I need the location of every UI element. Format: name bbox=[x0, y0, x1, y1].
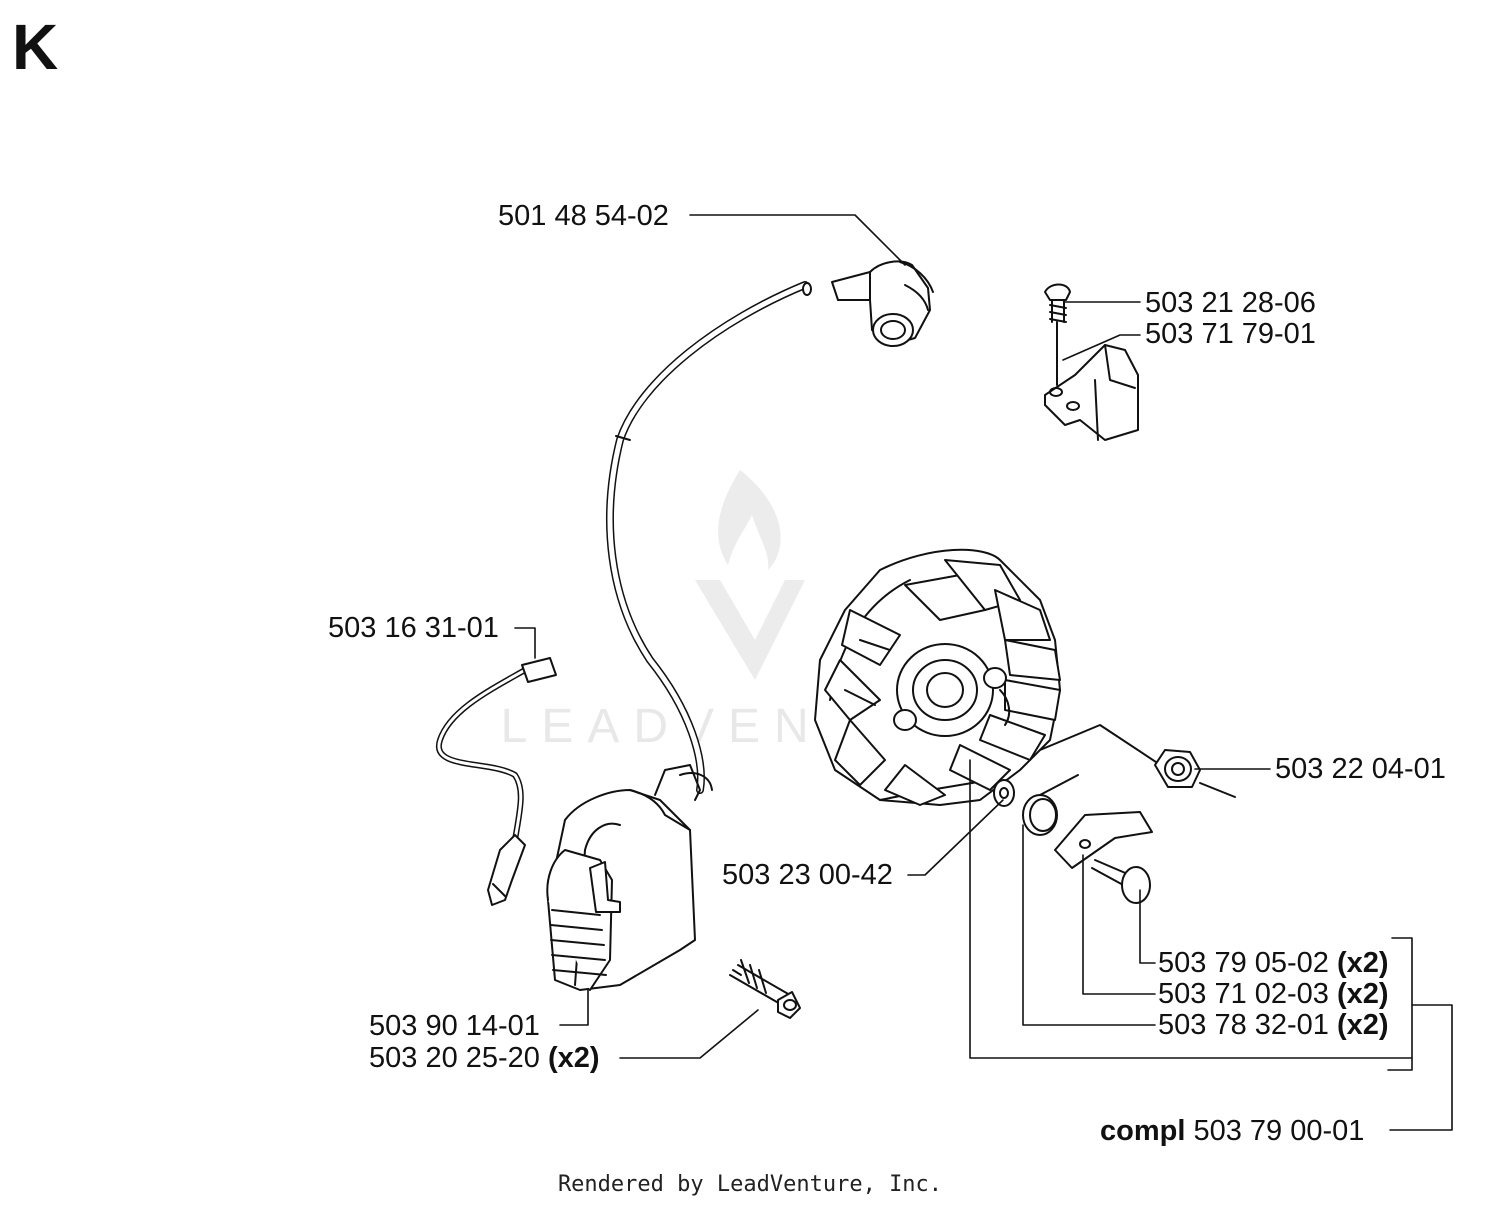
label-spring: 503 78 32-01 (x2) bbox=[1158, 1009, 1389, 1041]
flywheel-nut bbox=[1154, 749, 1201, 788]
pawl-spring bbox=[1022, 794, 1058, 836]
qty-module-screw: (x2) bbox=[548, 1042, 600, 1074]
label-terminal-wire: 503 16 31-01 bbox=[328, 612, 499, 644]
pawl-axis-line bbox=[1039, 774, 1079, 796]
pawl bbox=[1054, 811, 1153, 869]
label-compl-assembly: compl 503 79 00-01 bbox=[1100, 1115, 1365, 1147]
leader-lines bbox=[514, 214, 1453, 1131]
section-letter: K bbox=[12, 11, 59, 83]
label-module-screw: 503 20 25-20 (x2) bbox=[369, 1042, 600, 1074]
shaft-axis-line-2 bbox=[1199, 782, 1236, 798]
watermark-logo bbox=[695, 470, 805, 680]
terminal-wire bbox=[435, 657, 557, 906]
label-pawl: 503 71 02-03 (x2) bbox=[1158, 978, 1389, 1010]
label-washer: 503 23 00-42 bbox=[722, 859, 893, 891]
washer bbox=[993, 779, 1015, 807]
cutoff-switch bbox=[1044, 283, 1139, 441]
ht-lead-wire bbox=[606, 281, 812, 794]
spark-plug-cap bbox=[831, 260, 934, 347]
label-spark-plug-cap: 501 48 54-02 bbox=[498, 200, 669, 232]
label-bolt-pin: 503 79 05-02 (x2) bbox=[1158, 947, 1389, 979]
shaft-axis-line bbox=[1039, 724, 1166, 769]
module-screw bbox=[729, 959, 801, 1019]
label-ignition-module: 503 90 14-01 bbox=[369, 1010, 540, 1042]
qty-pawl: (x2) bbox=[1337, 978, 1389, 1010]
flywheel bbox=[814, 548, 1061, 806]
ignition-module bbox=[546, 764, 713, 991]
compl-word: compl bbox=[1100, 1115, 1186, 1147]
label-nut: 503 22 04-01 bbox=[1275, 753, 1446, 785]
footer-credit: Rendered by LeadVenture, Inc. bbox=[557, 1172, 943, 1197]
pawl-bolt bbox=[1091, 859, 1151, 904]
label-cutoff-switch: 503 71 79-01 bbox=[1145, 318, 1316, 350]
qty-bolt-pin: (x2) bbox=[1337, 947, 1389, 979]
label-screw-top: 503 21 28-06 bbox=[1145, 287, 1316, 319]
qty-spring: (x2) bbox=[1337, 1009, 1389, 1041]
